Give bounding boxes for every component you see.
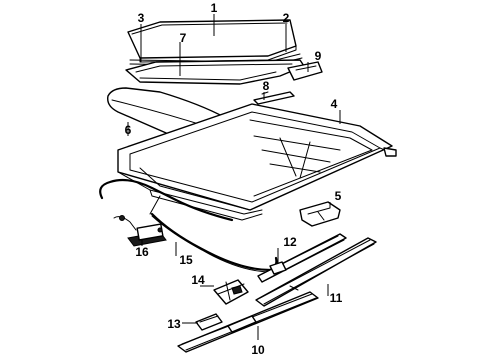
- callout-3: 3: [138, 11, 145, 25]
- slider-shoe: [195, 313, 223, 331]
- callout-6: 6: [125, 123, 132, 137]
- callout-10: 10: [251, 343, 265, 357]
- callout-5: 5: [335, 189, 342, 203]
- drive-motor: [113, 215, 167, 247]
- leader-lines: [127, 14, 341, 340]
- callout-2: 2: [283, 11, 290, 25]
- callout-15: 15: [179, 253, 193, 267]
- guide-rail-lower: [255, 237, 377, 307]
- callout-14: 14: [191, 273, 205, 287]
- callout-13: 13: [167, 317, 181, 331]
- guide-clip: [253, 91, 295, 105]
- callout-4: 4: [331, 97, 338, 111]
- callout-9: 9: [315, 49, 322, 63]
- callout-12: 12: [283, 235, 297, 249]
- lift-mechanism: [213, 279, 249, 305]
- callout-11: 11: [330, 291, 343, 305]
- guide-rail-left: [177, 291, 319, 353]
- callout-7: 7: [180, 31, 187, 45]
- sunroof-housing: [117, 103, 397, 211]
- callout-1: 1: [211, 1, 218, 15]
- guide-rail-upper: [257, 233, 347, 283]
- glass-panel: [127, 19, 297, 63]
- glass-frame: [125, 59, 305, 85]
- hinge-bracket: [299, 201, 341, 227]
- callout-16: 16: [135, 245, 149, 259]
- callout-8: 8: [263, 79, 270, 93]
- callout-labels: 1 2 3 4 5 6 7 8 9 10 11 12 13 14 15 16: [125, 1, 343, 357]
